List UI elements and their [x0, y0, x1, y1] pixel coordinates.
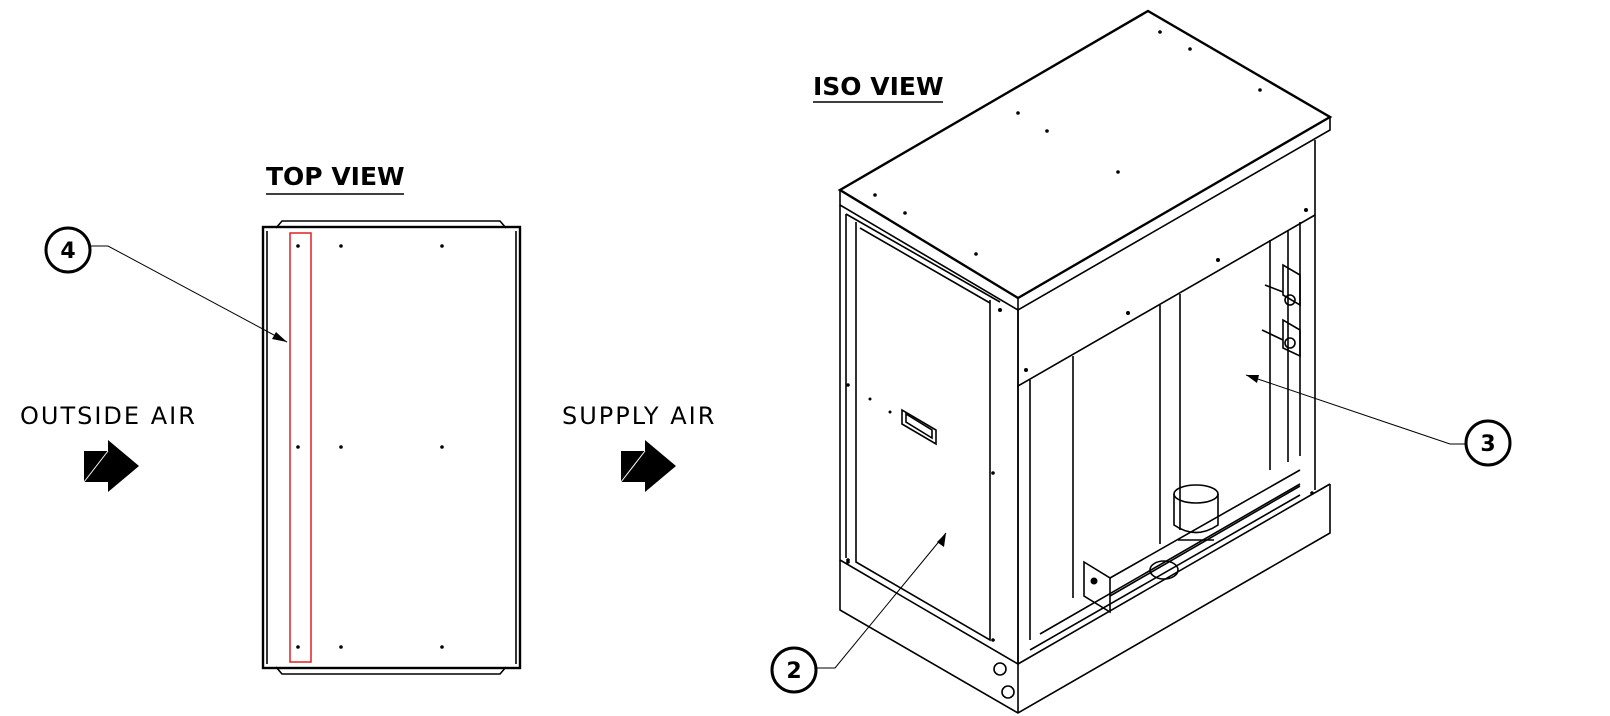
mounting-bracket [1083, 469, 1301, 614]
highlighted-strip[interactable] [289, 232, 312, 663]
top-view-title: TOP VIEW [266, 162, 405, 191]
callout-3[interactable]: 3 [1245, 374, 1512, 467]
unit-open-cavity [1017, 215, 1316, 664]
callout-3-arrowhead [1246, 375, 1259, 383]
top-view-panel [261, 225, 522, 670]
compressor [1173, 484, 1219, 541]
top-view: TOP VIEW 4 [44, 162, 522, 675]
top-flange [275, 220, 507, 229]
callout-4-leader [90, 245, 288, 343]
callout-2-arrowhead [937, 533, 946, 547]
airflow-outlet: SUPPLY AIR [562, 402, 716, 492]
callout-2[interactable]: 2 [770, 532, 947, 694]
outside-air-label: OUTSIDE AIR [20, 402, 197, 430]
water-valve-assembly [1261, 263, 1301, 358]
iso-view: ISO VIEW [770, 9, 1512, 714]
supply-air-arrow-icon [620, 440, 676, 492]
callout-3-leader [1245, 374, 1466, 445]
callout-2-leader [816, 532, 947, 669]
unit-top-lid [837, 9, 1333, 311]
supply-air-label: SUPPLY AIR [562, 402, 716, 430]
svg-text:4: 4 [60, 239, 75, 264]
door-handle[interactable] [901, 408, 937, 446]
svg-text:3: 3 [1480, 432, 1495, 457]
unit-side-panel [839, 205, 1019, 666]
outside-air-arrow-icon [83, 440, 139, 492]
airflow-inlet: OUTSIDE AIR [20, 402, 197, 492]
callout-4-arrowhead [272, 332, 287, 342]
svg-text:2: 2 [786, 659, 801, 684]
bottom-flange [275, 666, 507, 675]
unit-base [839, 483, 1331, 714]
callout-4[interactable]: 4 [44, 226, 288, 343]
iso-view-title: ISO VIEW [813, 72, 944, 101]
top-view-fasteners [296, 244, 444, 649]
